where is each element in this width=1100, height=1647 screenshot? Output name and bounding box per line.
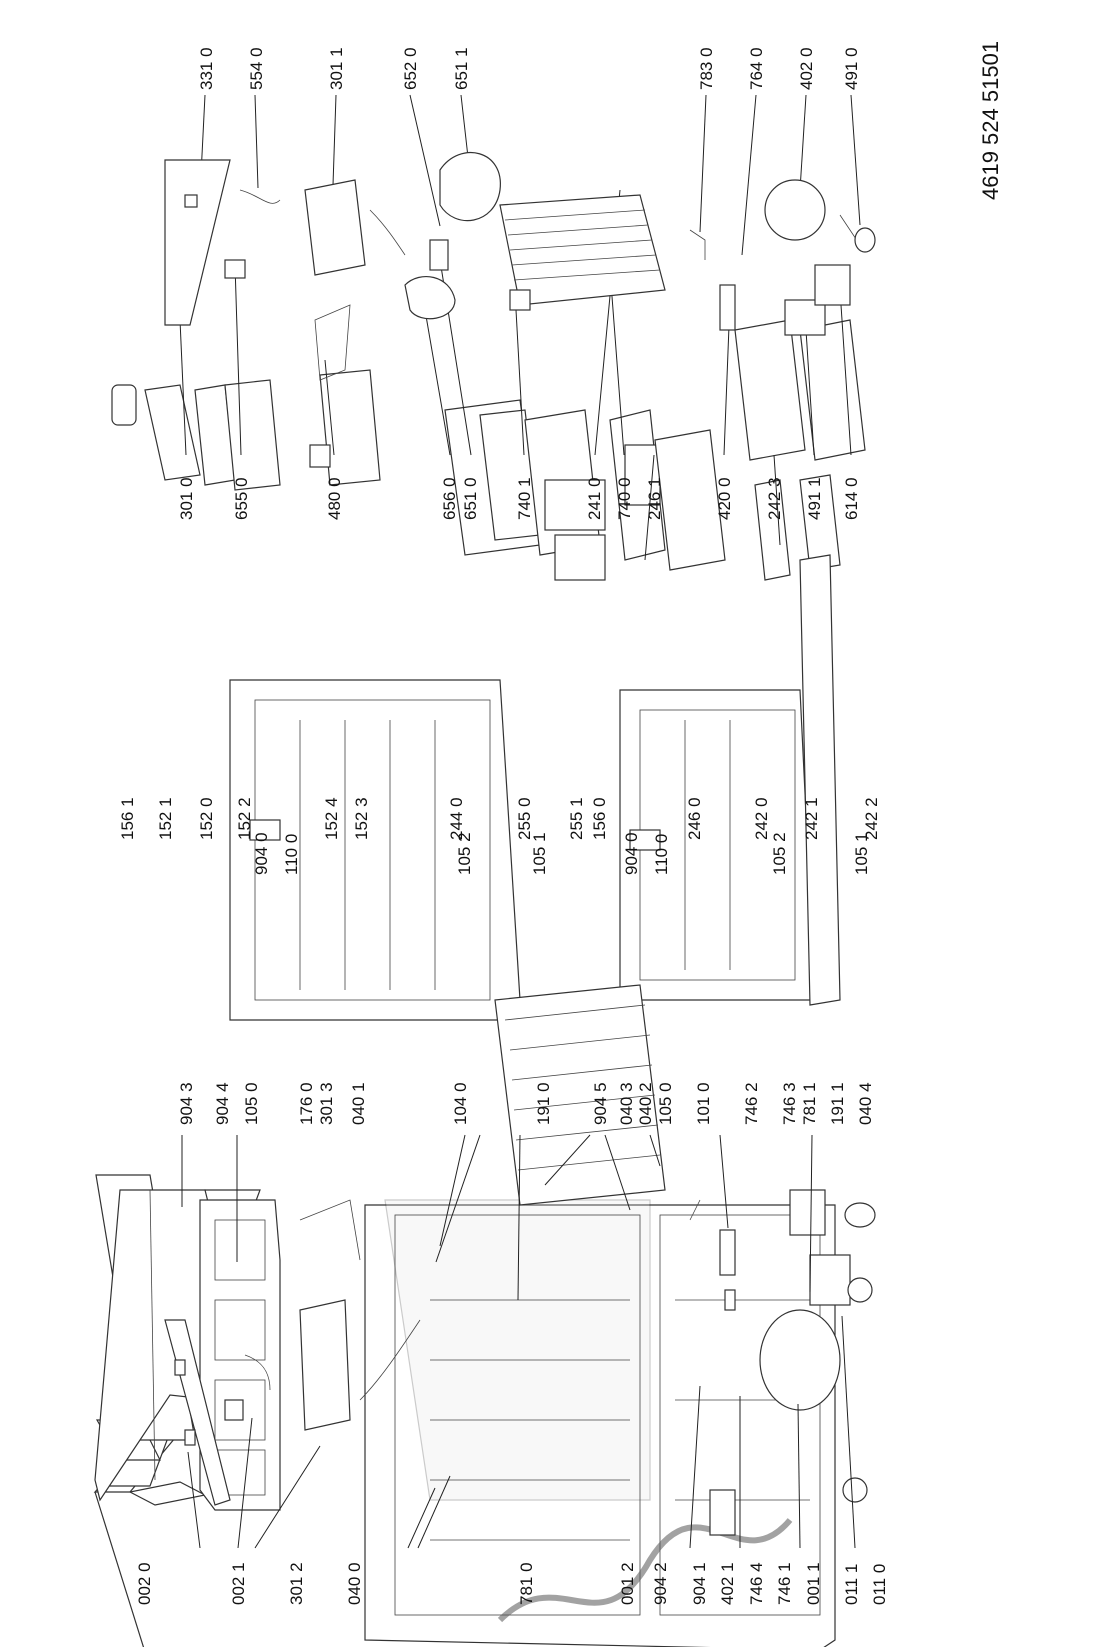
label-651-0: 651 0 xyxy=(461,477,480,520)
label-105-1-b: 105 1 xyxy=(852,832,871,875)
top-frame-002-1 xyxy=(199,1199,281,1511)
label-191-0: 191 0 xyxy=(534,1082,553,1125)
label-105-2-a: 105 2 xyxy=(455,832,474,875)
label-152-2: 152 2 xyxy=(235,797,254,840)
label-040-4: 040 4 xyxy=(856,1082,875,1125)
label-001-2: 001 2 xyxy=(618,1562,637,1605)
label-002-1: 002 1 xyxy=(229,1562,248,1605)
label-176-0: 176 0 xyxy=(297,1082,316,1125)
label-040-1: 040 1 xyxy=(349,1082,368,1125)
label-764-0: 764 0 xyxy=(747,47,766,90)
label-104-0: 104 0 xyxy=(451,1082,470,1125)
label-746-3: 746 3 xyxy=(780,1082,799,1125)
label-554-0: 554 0 xyxy=(247,47,266,90)
label-746-1: 746 1 xyxy=(775,1562,794,1605)
label-110-0-b: 110 0 xyxy=(652,834,671,875)
label-904-0-b: 904 0 xyxy=(622,832,641,875)
cabinet-body-drawing xyxy=(364,1199,836,1647)
label-242-3: 242 3 xyxy=(765,477,784,520)
label-781-1: 781 1 xyxy=(800,1082,819,1125)
label-040-0: 040 0 xyxy=(345,1562,364,1605)
label-740-0: 740 0 xyxy=(615,477,634,520)
label-242-2: 242 2 xyxy=(862,797,881,840)
label-491-0: 491 0 xyxy=(842,47,861,90)
label-746-2: 746 2 xyxy=(742,1082,761,1125)
label-491-1: 491 1 xyxy=(805,477,824,520)
label-152-1: 152 1 xyxy=(156,797,175,840)
label-746-4: 746 4 xyxy=(747,1562,766,1605)
label-301-2: 301 2 xyxy=(287,1562,306,1605)
label-152-3: 152 3 xyxy=(352,797,371,840)
label-011-0: 011 0 xyxy=(870,1564,889,1605)
shelves-and-drawers-drawing xyxy=(444,319,866,581)
label-904-5: 904 5 xyxy=(591,1082,610,1125)
label-255-1: 255 1 xyxy=(567,797,586,840)
label-740-1: 740 1 xyxy=(515,477,534,520)
label-156-1: 156 1 xyxy=(118,797,137,840)
label-783-0: 783 0 xyxy=(697,47,716,90)
label-904-4: 904 4 xyxy=(213,1082,232,1125)
label-904-1: 904 1 xyxy=(690,1562,709,1605)
label-011-1: 011 1 xyxy=(842,1564,861,1605)
label-904-2: 904 2 xyxy=(651,1562,670,1605)
label-781-0: 781 0 xyxy=(517,1562,536,1605)
leader-lines-right xyxy=(179,94,861,561)
label-656-0: 656 0 xyxy=(440,477,459,520)
label-001-1: 001 1 xyxy=(804,1562,823,1605)
label-651-1: 651 1 xyxy=(452,47,471,90)
control-panel-drawing xyxy=(164,1199,421,1506)
label-301-0: 301 0 xyxy=(177,477,196,520)
label-105-1-a: 105 1 xyxy=(530,832,549,875)
label-152-0: 152 0 xyxy=(197,797,216,840)
label-241-0: 241 0 xyxy=(585,477,604,520)
label-244-0: 244 0 xyxy=(447,797,466,840)
label-904-3: 904 3 xyxy=(177,1082,196,1125)
lower-door-drawing xyxy=(619,689,816,1001)
label-246-0: 246 0 xyxy=(685,797,704,840)
evaporator-drawing xyxy=(494,984,666,1206)
label-156-0: 156 0 xyxy=(590,797,609,840)
label-420-0: 420 0 xyxy=(715,477,734,520)
label-246-1: 246 1 xyxy=(645,477,664,520)
compressor-drawing xyxy=(689,1189,876,1411)
leader-lines xyxy=(181,1134,856,1549)
label-255-0: 255 0 xyxy=(515,797,534,840)
label-105-0-a: 105 0 xyxy=(242,1082,261,1125)
label-242-0: 242 0 xyxy=(752,797,771,840)
label-101-0: 101 0 xyxy=(694,1082,713,1125)
rear-parts-drawing xyxy=(164,152,876,381)
label-652-0: 652 0 xyxy=(401,47,420,90)
label-105-2-b: 105 2 xyxy=(770,832,789,875)
label-655-0: 655 0 xyxy=(232,477,251,520)
label-331-0: 331 0 xyxy=(197,47,216,90)
label-402-0: 402 0 xyxy=(797,47,816,90)
label-614-0: 614 0 xyxy=(842,477,861,520)
label-152-4: 152 4 xyxy=(322,797,341,840)
label-402-1: 402 1 xyxy=(718,1562,737,1605)
label-191-1: 191 1 xyxy=(828,1082,847,1125)
label-110-0-a: 110 0 xyxy=(282,834,301,875)
label-904-0-a: 904 0 xyxy=(252,832,271,875)
label-301-1: 301 1 xyxy=(327,47,346,90)
label-040-2: 040 2 xyxy=(636,1082,655,1125)
label-242-1: 242 1 xyxy=(802,797,821,840)
label-301-3: 301 3 xyxy=(317,1082,336,1125)
label-002-0: 002 0 xyxy=(135,1562,154,1605)
document-code: 4619 524 51501 xyxy=(978,41,1003,200)
upper-door-drawing xyxy=(229,679,521,1021)
label-480-0: 480 0 xyxy=(325,477,344,520)
label-040-3: 040 3 xyxy=(617,1082,636,1125)
base-and-feet-drawing xyxy=(709,554,873,1536)
label-105-0-b: 105 0 xyxy=(656,1082,675,1125)
door-shelves-drawing xyxy=(111,369,381,491)
